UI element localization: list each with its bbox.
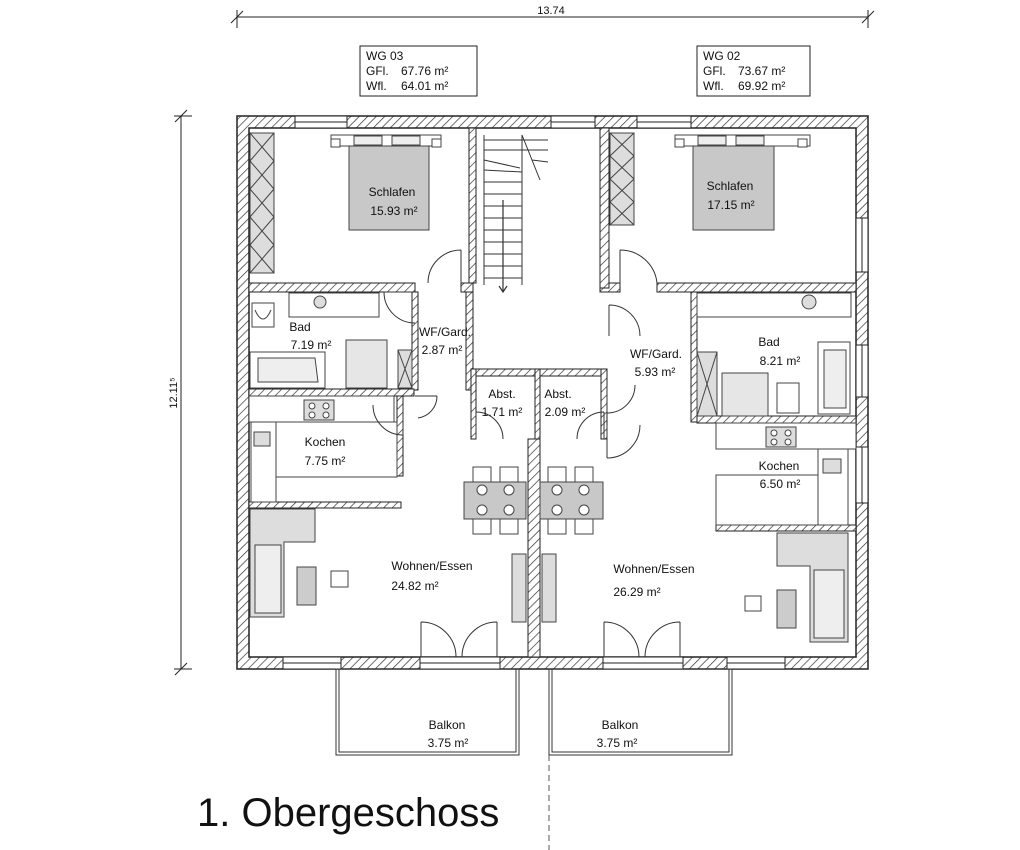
living-left-furniture [249,508,527,623]
staircase [483,134,549,294]
kitchen-right-fixtures [715,422,857,526]
dimension-width-label: 13.74 [537,5,565,17]
wg03-name: WG 03 [366,49,404,63]
room-label-abst-right: Abst. [544,387,571,401]
room-area-balkon-right: 3.75 m² [597,736,638,750]
room-area-wohnen-right: 26.29 m² [613,585,660,599]
room-area-wohnen-left: 24.82 m² [391,579,438,593]
room-label-balkon-right: Balkon [602,718,639,732]
room-label-schlafen-left: Schlafen [369,185,416,199]
room-area-abst-left: 1.71 m² [482,405,523,419]
room-labels: Schlafen 15.93 m² Schlafen 17.15 m² Bad … [289,179,800,750]
room-area-wf-right: 5.93 m² [635,365,676,379]
room-label-kochen-left: Kochen [305,435,346,449]
dimension-height-label: 12.11⁵ [168,377,180,408]
room-area-balkon-left: 3.75 m² [428,736,469,750]
room-label-abst-left: Abst. [488,387,515,401]
room-label-wohnen-right: Wohnen/Essen [613,562,694,576]
wg02-wfl-label: Wfl. [703,79,724,93]
room-label-wf-right: WF/Gard. [630,347,682,361]
room-label-balkon-left: Balkon [429,718,466,732]
wg03-gfl-label: GFl. [366,64,389,78]
wg03-gfl-value: 67.76 m² [401,64,448,78]
wg02-gfl-label: GFl. [703,64,726,78]
room-area-schlafen-left: 15.93 m² [370,204,417,218]
bed-left [330,134,442,231]
room-label-bad-left: Bad [289,320,310,334]
living-right-furniture [541,532,849,643]
info-box-wg02: WG 02 GFl. 73.67 m² Wfl. 69.92 m² [696,45,811,97]
wardrobe-left [249,132,275,274]
balcony-left [335,668,520,756]
room-area-kochen-right: 6.50 m² [760,477,801,491]
room-label-wf-left: WF/Gard. [419,325,471,339]
wg03-wfl-label: Wfl. [366,79,387,93]
room-area-bad-right: 8.21 m² [760,354,801,368]
bathroom-right-fixtures [696,292,852,417]
room-area-abst-right: 2.09 m² [545,405,586,419]
dining-table-right [539,466,604,535]
wardrobe-right [609,132,635,226]
room-area-wf-left: 2.87 m² [422,343,463,357]
plan-title: 1. Obergeschoss [197,791,499,835]
door-swings [372,249,681,658]
room-label-schlafen-right: Schlafen [707,179,754,193]
wg02-wfl-value: 69.92 m² [738,79,785,93]
dimension-height [174,109,192,676]
room-label-wohnen-left: Wohnen/Essen [391,559,472,573]
wg02-gfl-value: 73.67 m² [738,64,785,78]
info-box-wg03: WG 03 GFl. 67.76 m² Wfl. 64.01 m² [359,45,478,97]
dimension-width [230,10,875,28]
room-label-bad-right: Bad [758,335,779,349]
wg03-wfl-value: 64.01 m² [401,79,448,93]
room-label-kochen-right: Kochen [759,459,800,473]
room-area-kochen-left: 7.75 m² [305,454,346,468]
windows [282,115,869,670]
dining-table-left [463,466,527,535]
bed-right [674,134,811,231]
bathroom-left-fixtures [249,292,413,389]
room-area-schlafen-right: 17.15 m² [707,198,754,212]
balcony-right [548,668,733,756]
wg02-name: WG 02 [703,49,741,63]
room-area-bad-left: 7.19 m² [291,338,332,352]
kitchen-left-fixtures [248,395,398,503]
